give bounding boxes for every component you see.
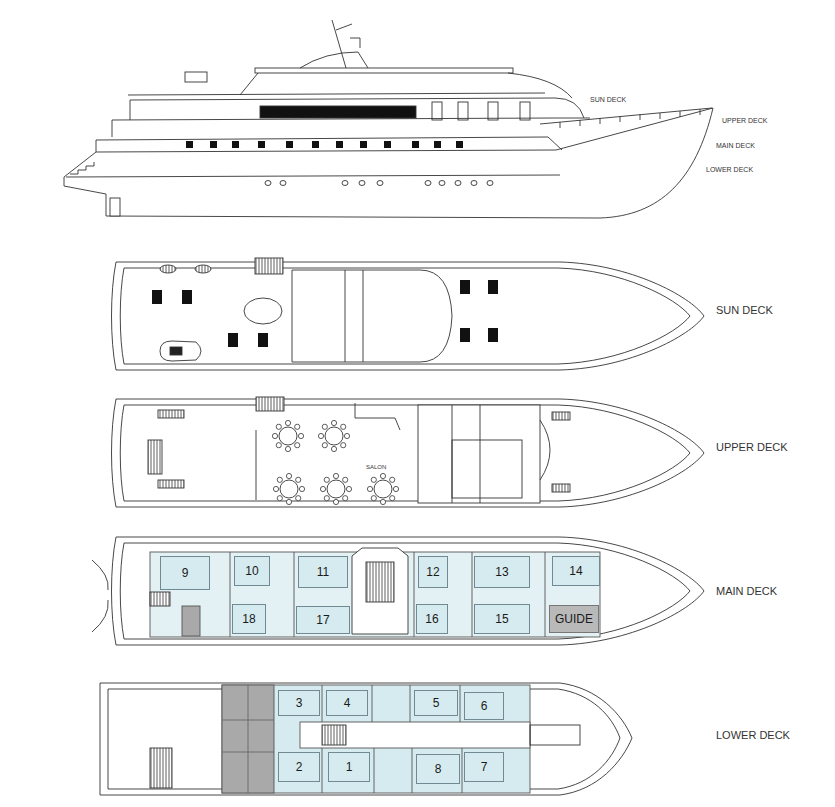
cabin-number: 10 <box>245 565 258 577</box>
cabin-box: 4 <box>326 690 368 716</box>
cabin-box: 2 <box>278 752 320 782</box>
cabin-box: 6 <box>464 692 504 720</box>
cabin-box: 12 <box>418 556 448 588</box>
cabin-box: 13 <box>474 556 530 588</box>
cabin-number: 18 <box>242 613 255 625</box>
deck-label: UPPER DECK <box>722 117 768 124</box>
cabin-box: 18 <box>232 604 266 634</box>
cabin-number: GUIDE <box>555 613 593 625</box>
cabin-box: 5 <box>414 690 458 716</box>
cabin-number: 12 <box>426 566 439 578</box>
deck-label: LOWER DECK <box>706 166 753 173</box>
cabin-box: 1 <box>328 752 370 782</box>
cabin-box: 17 <box>296 606 350 634</box>
cabin-number: 3 <box>296 697 303 709</box>
cabin-box: 11 <box>298 556 348 588</box>
cabin-box: 15 <box>474 604 530 634</box>
deck-label: MAIN DECK <box>716 142 755 149</box>
deck-label: MAIN DECK <box>716 586 777 597</box>
cabin-number: 14 <box>569 565 582 577</box>
cabin-number: 13 <box>495 566 508 578</box>
cabin-box: 7 <box>464 752 504 782</box>
cabin-box: GUIDE <box>549 605 599 633</box>
cabin-box: 8 <box>416 754 460 784</box>
cabin-box: 16 <box>416 604 448 634</box>
cabin-number: 11 <box>317 566 329 578</box>
cabin-box: 3 <box>278 690 320 716</box>
cabin-number: 8 <box>435 763 442 775</box>
deck-label: LOWER DECK <box>716 730 790 741</box>
cabin-number: 6 <box>481 700 488 712</box>
deck-label: UPPER DECK <box>716 442 788 453</box>
cabin-number: 1 <box>346 761 353 773</box>
deck-label: SUN DECK <box>716 305 773 316</box>
cabin-box: 14 <box>552 556 600 586</box>
cabin-number: 5 <box>433 697 440 709</box>
cabin-box: 9 <box>160 556 210 590</box>
cabin-number: 4 <box>344 697 351 709</box>
cabin-number: 7 <box>481 761 488 773</box>
deck-label: SUN DECK <box>590 96 626 103</box>
deck-label: SALON <box>366 464 386 470</box>
cabin-number: 15 <box>495 613 508 625</box>
cabin-number: 16 <box>425 613 438 625</box>
cabin-number: 17 <box>316 614 329 626</box>
cabin-number: 2 <box>296 761 303 773</box>
cabin-box: 10 <box>234 556 270 586</box>
cabin-number: 9 <box>182 567 189 579</box>
